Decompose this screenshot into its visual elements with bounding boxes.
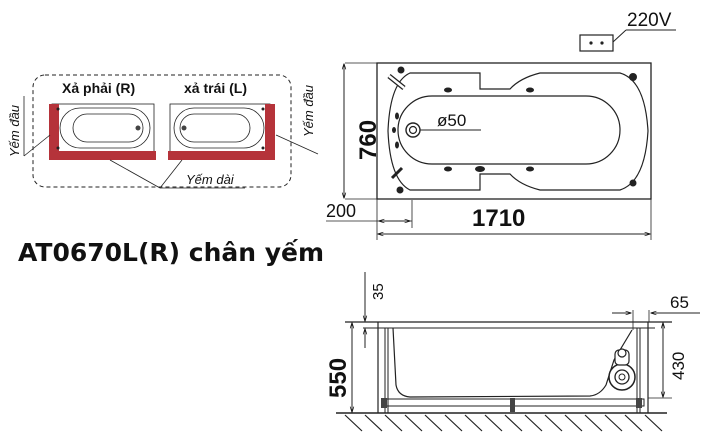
pump-icon xyxy=(608,363,636,391)
legend-dashed-frame xyxy=(32,74,292,188)
mini-tub-right-drain xyxy=(49,103,156,160)
left-drain-label: xả trái (L) xyxy=(184,80,247,96)
rim-dimension: 35 xyxy=(370,283,387,300)
inner-height-dimension: 430 xyxy=(669,352,688,380)
power-box-icon xyxy=(579,34,614,52)
long-panel-red xyxy=(49,151,156,160)
tub-profile xyxy=(392,327,633,398)
offset-dimension: 200 xyxy=(326,201,356,221)
floor-hatching xyxy=(344,414,663,432)
end-panel-red xyxy=(49,104,59,159)
side-view-drawing: 550 35 65 430 xyxy=(325,272,700,432)
skirt-legend: Xả phải (R) xả trái (L) xyxy=(7,74,319,189)
end-panel-red xyxy=(265,104,275,159)
right-drain-label: Xả phải (R) xyxy=(62,80,135,96)
length-dimension: 1710 xyxy=(472,205,525,232)
power-label: 220V xyxy=(627,10,672,31)
end-panel-label-left: Yếm đầu xyxy=(7,105,22,157)
long-panel-red xyxy=(168,151,275,160)
end-panel-label-right: Yếm đầu xyxy=(301,85,316,137)
model-title: AT0670L(R) chân yếm xyxy=(18,238,325,267)
height-dimension: 550 xyxy=(325,358,352,398)
long-panel-label: Yếm dài xyxy=(186,172,235,187)
mini-tub-left-drain xyxy=(168,103,275,160)
edge-dimension: 65 xyxy=(670,293,689,312)
inner-bowl xyxy=(397,95,621,165)
top-view-drawing: 220V ø50 760 17 xyxy=(326,10,676,240)
width-dimension: 760 xyxy=(355,120,382,160)
drain-diameter-label: ø50 xyxy=(437,111,466,130)
